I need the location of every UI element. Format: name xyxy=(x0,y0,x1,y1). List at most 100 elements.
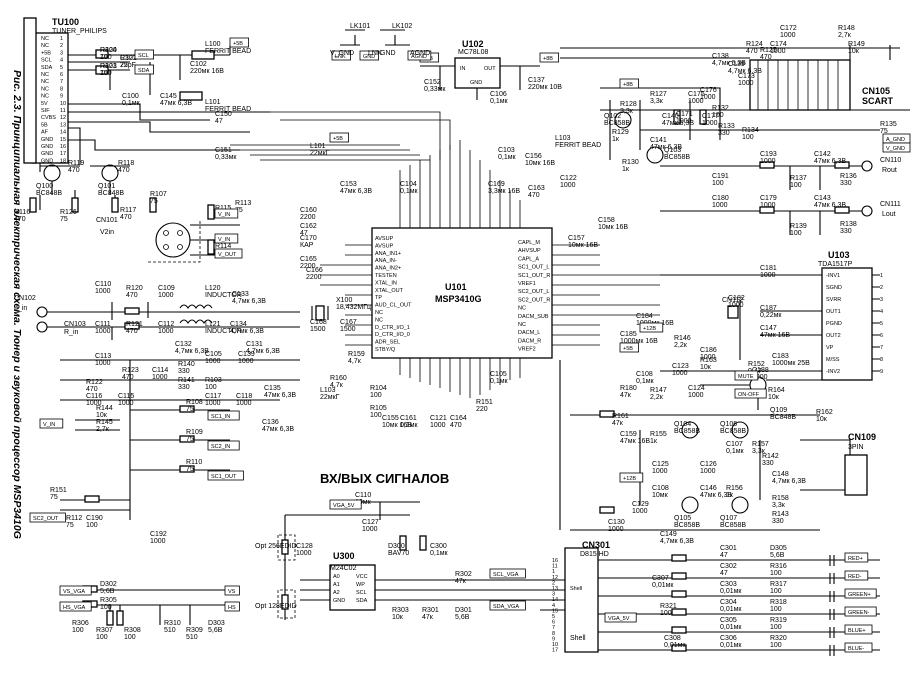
component-value: 10мк 16B xyxy=(598,224,628,231)
component-value: 0,1мк xyxy=(490,98,509,105)
component-value: 1к xyxy=(622,166,630,173)
u103-pin-number: 8 xyxy=(880,357,883,363)
component-value: 10мк xyxy=(355,499,372,506)
component-ref: R137 xyxy=(790,175,807,182)
component-value: 10к xyxy=(96,412,108,419)
component-ref: L101 xyxy=(205,99,221,106)
component-ref: C133 xyxy=(232,291,249,298)
component-value: 2200 xyxy=(300,214,316,221)
net-tag-label: VS xyxy=(228,589,236,595)
net-tag-label: ON-OFF xyxy=(738,392,760,398)
aux-label-agnd: AGND xyxy=(410,50,430,57)
net-tag-label: V_GND xyxy=(886,146,905,152)
component-value: 1000 xyxy=(296,550,312,557)
u101-right-pin: NC xyxy=(518,306,526,312)
component-value: 1000 xyxy=(430,422,446,429)
component-ref: C125 xyxy=(652,461,669,468)
component-value: 1000 xyxy=(700,94,716,101)
component-value: 510 xyxy=(164,627,176,634)
net-tag-box xyxy=(229,37,250,48)
component-ref: C139 xyxy=(728,61,745,68)
tu100-pin: NC xyxy=(41,94,49,100)
component-value: 1000 xyxy=(152,374,168,381)
u101-left-pin: NC xyxy=(375,317,383,323)
component-value: 100 xyxy=(770,606,782,613)
net-tag-label: BLUE- xyxy=(848,646,864,652)
component-value: 470 xyxy=(760,54,772,61)
component-ref: C192 xyxy=(150,531,167,538)
component-ref: C112 xyxy=(158,321,174,328)
aux-label-opt256: Opt 256EDID xyxy=(255,543,297,550)
u103-pin: OUT2 xyxy=(826,333,841,339)
component-value: INDUCTOR xyxy=(205,292,242,299)
tu100-pin: GND xyxy=(41,158,53,164)
component-value: 1000мк 25B xyxy=(772,360,810,367)
component-ref: R116 xyxy=(14,209,30,216)
component-value: 0,1мк xyxy=(122,100,141,107)
u103-pin: OUT1 xyxy=(826,309,841,315)
tu100-pin: NC xyxy=(41,36,49,42)
component-value: 510 xyxy=(186,634,198,641)
component-value: 1500 xyxy=(340,326,356,333)
cn301-pin: 13 xyxy=(552,586,558,592)
cn109-ref: CN109 xyxy=(848,432,876,442)
component-ref: R310 xyxy=(164,620,181,627)
u103-pin-number: 9 xyxy=(880,369,883,375)
u101-right-pins: CAPL_MAHVSUPCAPL_ASC1_OUT_LSC1_OUT_RVREF… xyxy=(518,240,550,353)
component-ref: R323 xyxy=(100,63,117,70)
component-value: 0,1мк xyxy=(400,422,419,429)
u101-right-pin: DACM_L xyxy=(518,330,540,336)
transistor-type: BC858B xyxy=(664,154,690,161)
tu100-pin-number: 16 xyxy=(60,144,66,150)
component-ref: C153 xyxy=(340,181,357,188)
component-ref: C193 xyxy=(760,151,777,158)
u103-pin-number: 4 xyxy=(880,309,883,315)
net-tag-box xyxy=(844,606,877,617)
figure-caption: Рис. 2.3. Принципиальная электрическая с… xyxy=(11,70,23,539)
cn301-pin: 12 xyxy=(552,575,558,581)
component-ref: R108 xyxy=(186,399,203,406)
component-value: 0,1мк xyxy=(636,378,655,385)
tu100-pin: +5B xyxy=(41,50,51,56)
component-ref: R319 xyxy=(770,617,787,624)
net-tag-box xyxy=(214,248,243,259)
net-tag-label: RED+ xyxy=(848,556,863,562)
component-value: 47мк 6,3B xyxy=(814,202,846,209)
component-value: 100 xyxy=(100,70,112,77)
component-ref: R142 xyxy=(762,453,779,460)
net-tag-label: SC2_IN xyxy=(211,444,230,450)
net-tag-box xyxy=(59,585,92,596)
u300-pin: VCC xyxy=(356,574,368,580)
u101-right-pin: DACM_R xyxy=(518,338,541,344)
component-value: 47 xyxy=(215,118,223,125)
component-ref: C136 xyxy=(262,419,279,426)
component-value: 470 xyxy=(450,422,462,429)
component-ref: C140 xyxy=(662,113,679,120)
u101-right-pin: VREF2 xyxy=(518,347,536,353)
component-ref: R135 xyxy=(880,121,897,128)
net-tag-box xyxy=(882,142,911,153)
component-ref: R156 xyxy=(726,485,743,492)
component-ref: C141 xyxy=(650,137,667,144)
component-value: 1000 xyxy=(652,468,668,475)
transistor-ref: Q104 xyxy=(674,421,691,428)
component-value: 470 xyxy=(528,192,540,199)
component-ref: R123 xyxy=(122,367,139,374)
component-value: 1000 xyxy=(672,370,688,377)
component-value: 100 xyxy=(370,392,382,399)
component-ref: R309 xyxy=(186,627,203,634)
component-ref: C165 xyxy=(300,256,317,263)
net-tag-label: SDA_VGA xyxy=(493,604,519,610)
cn301-name: D815 HD xyxy=(580,551,609,558)
component-value: КАР xyxy=(300,242,314,249)
component-value: 330 xyxy=(178,384,190,391)
component-ref: L120 xyxy=(205,285,221,292)
net-tag-label: HS xyxy=(228,605,236,611)
lk-jumpers xyxy=(340,29,410,46)
cn112-ref: CN112 xyxy=(722,297,743,304)
component-value: 10к xyxy=(848,48,860,55)
net-tag-label: +12B xyxy=(643,326,656,332)
aux-label-cn101: CN101 xyxy=(96,217,118,224)
